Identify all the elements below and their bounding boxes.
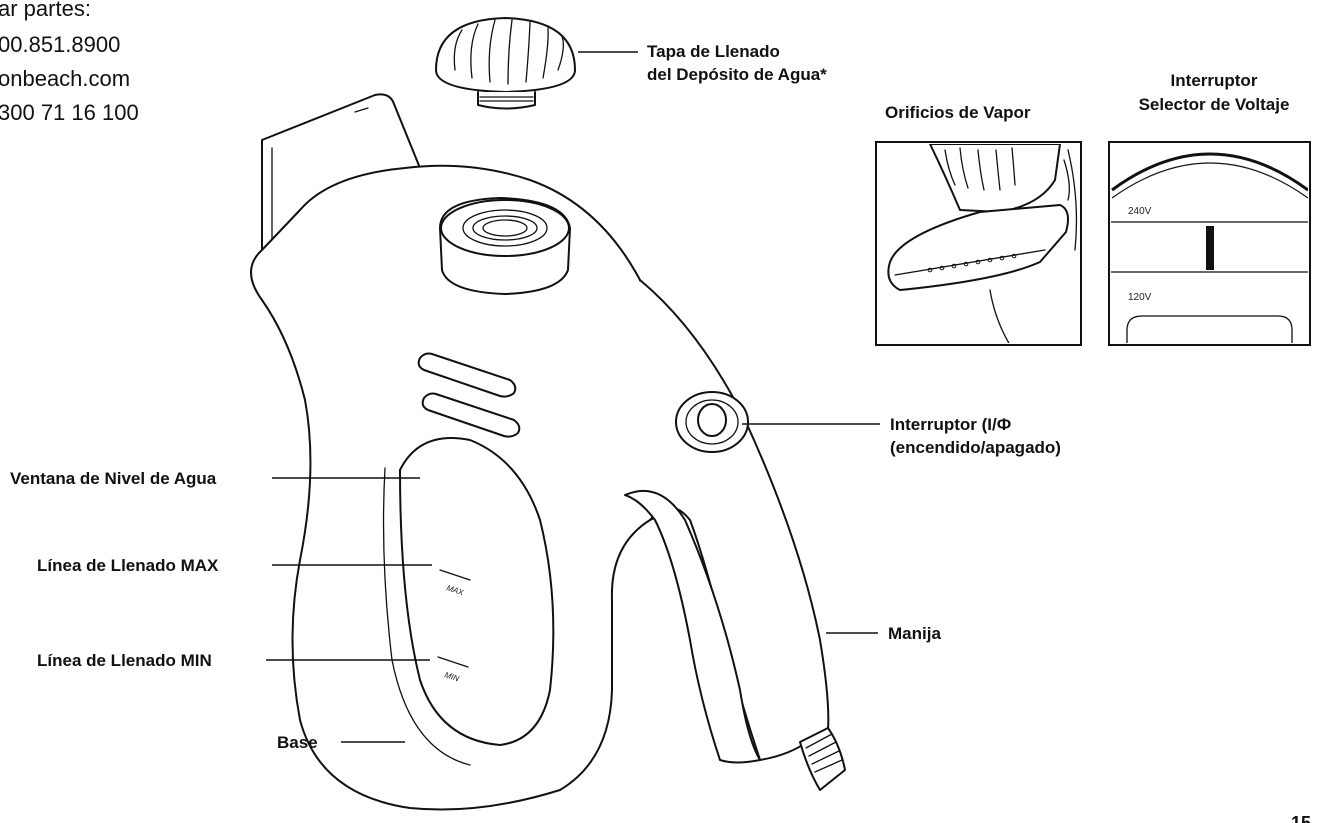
steamer-illustration: MAX MIN xyxy=(250,17,846,811)
handle-end-cap xyxy=(799,727,846,791)
leader-lines xyxy=(266,51,880,743)
label-power-switch-2: (encendido/apagado) xyxy=(890,438,1061,457)
voltage-240-text: 240V xyxy=(1128,206,1152,217)
label-min-line: Línea de Llenado MIN xyxy=(37,651,212,670)
fill-cap xyxy=(435,17,576,110)
voltage-selector-bar xyxy=(1206,226,1214,270)
min-mark: MIN xyxy=(437,656,469,684)
label-voltage-switch-1: Interruptor xyxy=(1171,71,1258,90)
body-vent-top xyxy=(417,352,517,398)
corner-line-3: onbeach.com xyxy=(0,66,130,91)
voltage-120-text: 120V xyxy=(1128,292,1152,303)
label-max-line: Línea de Llenado MAX xyxy=(37,556,219,575)
min-mark-text: MIN xyxy=(443,670,460,683)
body-vent-bottom xyxy=(421,392,521,438)
label-power-switch-1: Interruptor (I/Ф xyxy=(890,415,1011,434)
corner-line-2: 00.851.8900 xyxy=(0,32,120,57)
label-fill-cap-1: Tapa de Llenado xyxy=(647,42,780,61)
inset-steam-holes xyxy=(875,141,1082,346)
steam-hole-dots xyxy=(927,253,1017,273)
fill-opening xyxy=(439,197,571,295)
power-switch xyxy=(675,391,749,453)
page-number: 15 xyxy=(1291,813,1311,823)
corner-line-1: ar partes: xyxy=(0,0,91,21)
corner-line-4: 300 71 16 100 xyxy=(0,100,139,125)
inset-voltage-switch: 240V 120V xyxy=(1108,141,1311,346)
label-base: Base xyxy=(277,733,318,752)
corner-contact-text: ar partes: 00.851.8900 onbeach.com 300 7… xyxy=(0,0,139,125)
label-steam-holes: Orificios de Vapor xyxy=(885,103,1031,122)
label-water-window: Ventana de Nivel de Agua xyxy=(10,469,217,488)
label-voltage-switch-2: Selector de Voltaje xyxy=(1139,95,1290,114)
label-fill-cap-2: del Depósito de Agua* xyxy=(647,65,827,84)
label-handle: Manija xyxy=(888,624,941,643)
handle-opening xyxy=(624,490,761,764)
water-level-window xyxy=(399,437,555,746)
part-labels: Tapa de Llenado del Depósito de Agua* Or… xyxy=(10,42,1289,752)
